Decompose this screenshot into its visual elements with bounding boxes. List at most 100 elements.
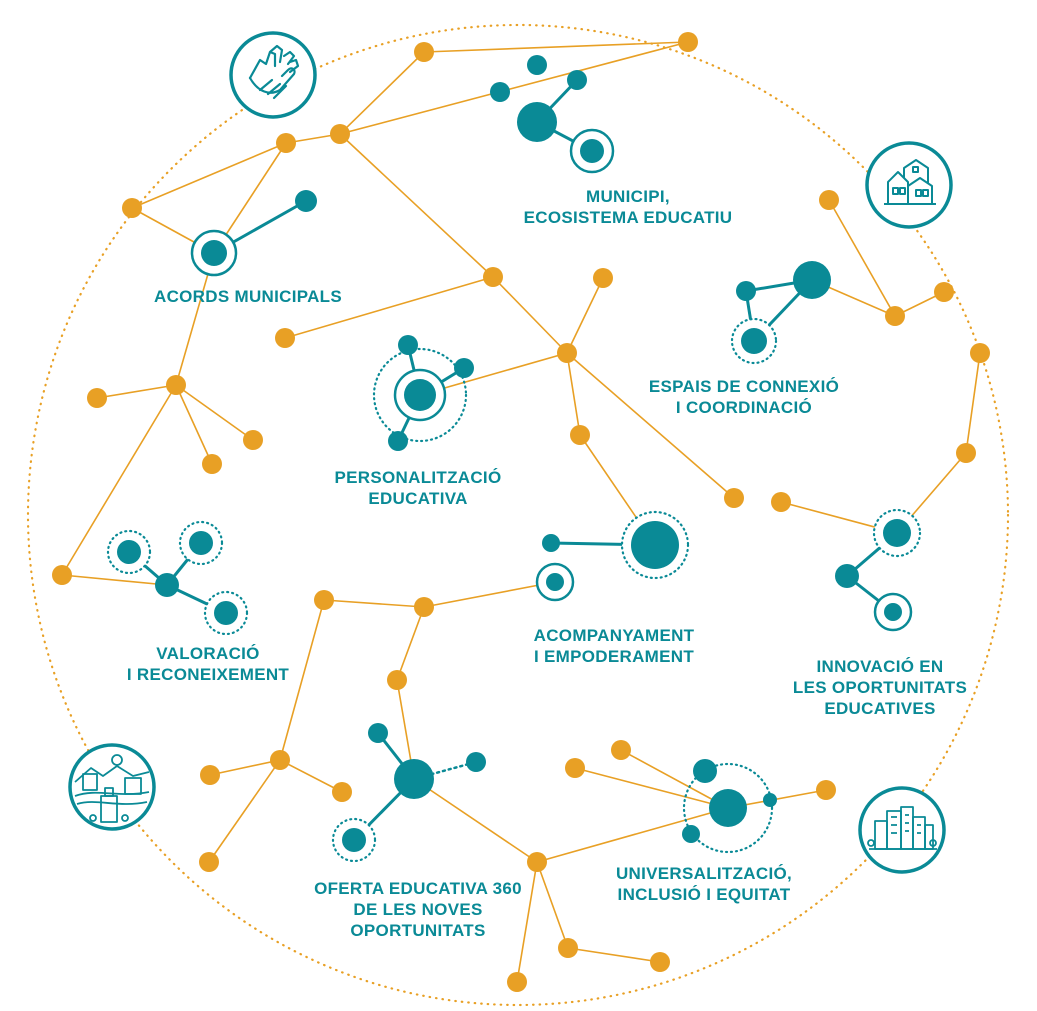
orange-node: [332, 782, 352, 802]
teal-node: [490, 82, 510, 102]
teal-node: [189, 531, 213, 555]
teal-node: [682, 825, 700, 843]
orange-edge: [566, 352, 581, 436]
teal-connections: [128, 78, 898, 842]
orange-node: [414, 42, 434, 62]
teal-node: [883, 519, 911, 547]
cluster-municipi: [490, 55, 615, 174]
teal-node: [709, 789, 747, 827]
teal-node: [394, 759, 434, 799]
orange-node: [507, 972, 527, 992]
teal-node: [741, 328, 767, 354]
orange-edge: [567, 947, 661, 963]
teal-dotted-orbit: [372, 347, 468, 443]
town-landscape-icon: [68, 743, 156, 831]
orange-node: [202, 454, 222, 474]
orange-edge: [175, 384, 213, 465]
orange-edge: [131, 142, 287, 209]
orange-edge: [965, 352, 981, 454]
teal-node: [763, 793, 777, 807]
orange-edge: [536, 807, 729, 863]
teal-node: [295, 190, 317, 212]
orange-edge: [566, 352, 735, 499]
orange-node: [414, 597, 434, 617]
teal-node: [546, 573, 564, 591]
teal-node: [517, 102, 557, 142]
cluster-personalitzacio: [372, 335, 474, 451]
orange-edge: [396, 606, 425, 681]
teal-node: [214, 601, 238, 625]
orange-nodes: [52, 32, 990, 992]
orange-edge: [413, 778, 538, 863]
orange-edge: [175, 384, 254, 441]
teal-node: [567, 70, 587, 90]
cluster-oferta: [331, 723, 486, 863]
teal-node: [793, 261, 831, 299]
teal-node: [398, 335, 418, 355]
orange-node: [122, 198, 142, 218]
teal-nodes: [106, 55, 922, 863]
cluster-universalitzacio: [682, 759, 777, 854]
orange-edge: [566, 277, 604, 354]
teal-node: [454, 358, 474, 378]
orange-edge: [516, 861, 538, 983]
orange-node: [243, 430, 263, 450]
orange-node: [275, 328, 295, 348]
orange-node: [724, 488, 744, 508]
orange-node: [565, 758, 585, 778]
orange-edge: [536, 861, 569, 949]
orange-edge: [61, 384, 177, 576]
orange-edge: [492, 276, 568, 354]
orange-node: [956, 443, 976, 463]
orange-edge: [284, 276, 494, 339]
cluster-innovacio: [835, 508, 922, 632]
orange-node: [816, 780, 836, 800]
orange-edge: [620, 749, 729, 809]
cluster-espais: [730, 261, 831, 365]
orange-node: [570, 425, 590, 445]
orange-edge: [209, 759, 281, 776]
orange-edge: [339, 51, 425, 135]
teal-dotted-orbit: [682, 762, 774, 854]
teal-node: [388, 431, 408, 451]
orange-edge: [423, 41, 689, 53]
teal-node: [466, 752, 486, 772]
teal-node: [736, 281, 756, 301]
orange-node: [330, 124, 350, 144]
orange-node: [558, 938, 578, 958]
orange-node: [934, 282, 954, 302]
orange-edge: [339, 133, 494, 278]
cluster-acompanyament: [535, 510, 690, 602]
orange-edge: [339, 41, 689, 135]
orange-connections: [61, 41, 981, 983]
teal-node: [542, 534, 560, 552]
outer-dotted-circle: [26, 23, 1010, 1007]
orange-node: [650, 952, 670, 972]
cluster-valoracio: [106, 520, 249, 636]
orange-node: [527, 852, 547, 872]
orange-node: [483, 267, 503, 287]
city-skyline-icon: [858, 786, 946, 874]
cluster-acords: [190, 190, 317, 277]
orange-edge: [279, 599, 325, 761]
orange-node: [771, 492, 791, 512]
teal-node: [580, 139, 604, 163]
teal-node: [201, 240, 227, 266]
orange-node: [199, 852, 219, 872]
orange-node: [593, 268, 613, 288]
orange-node: [87, 388, 107, 408]
orange-node: [970, 343, 990, 363]
hands-icon: [229, 31, 317, 119]
teal-node: [404, 379, 436, 411]
orange-node: [557, 343, 577, 363]
orange-node: [270, 750, 290, 770]
orange-node: [678, 32, 698, 52]
orange-edge: [423, 581, 556, 608]
orange-edge: [279, 759, 343, 793]
orange-node: [52, 565, 72, 585]
